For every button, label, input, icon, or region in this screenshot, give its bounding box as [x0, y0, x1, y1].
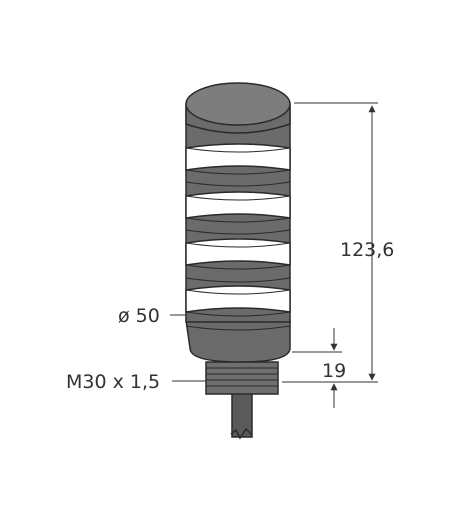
thread-callout: M30 x 1,5 [66, 371, 206, 393]
light-ring-3 [185, 238, 291, 270]
height-dimension: 123,6 [282, 102, 394, 383]
tower-cap [185, 82, 291, 134]
height-label: 123,6 [340, 239, 394, 261]
diameter-label: ø 50 [118, 305, 160, 327]
light-ring-2 [185, 191, 291, 223]
cable [230, 391, 253, 440]
base-height-label: 19 [322, 360, 346, 382]
threaded-connector [205, 361, 279, 395]
light-ring-1 [185, 143, 291, 175]
tower-base [185, 319, 291, 363]
thread-label: M30 x 1,5 [66, 371, 160, 393]
light-ring-4 [185, 285, 291, 317]
signal-tower [185, 82, 291, 440]
base-dimension: 19 [292, 328, 346, 408]
diameter-callout: ø 50 [118, 305, 186, 327]
